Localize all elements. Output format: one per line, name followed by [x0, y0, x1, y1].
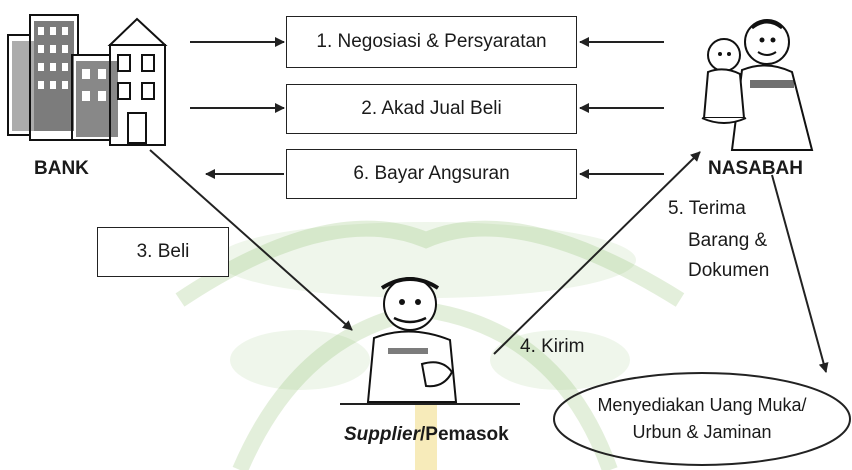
customer-family-icon — [701, 19, 814, 151]
step-contract-box: 2. Akad Jual Beli — [286, 84, 577, 134]
step-receive-line2: Barang & — [688, 230, 768, 251]
downpayment-ellipse — [553, 372, 851, 466]
step-buy-box: 3. Beli — [97, 227, 229, 277]
bank-buildings-icon — [7, 14, 168, 146]
customer-label: NASABAH — [708, 158, 803, 179]
step-installment-box: 6. Bayar Angsuran — [286, 149, 577, 199]
arrow-bank-to-supplier — [149, 149, 353, 331]
step-ship-label: 4. Kirim — [520, 336, 585, 357]
supplier-label: Supplier/Pemasok — [344, 424, 509, 446]
bank-label: BANK — [34, 158, 89, 179]
supplier-person-icon — [366, 277, 458, 403]
downpayment-line2: Urbun & Jaminan — [632, 422, 772, 442]
step-negotiation-box: 1. Negosiasi & Persyaratan — [286, 16, 577, 68]
arrow-customer-to-downpayment — [771, 174, 829, 373]
step-installment-label: 6. Bayar Angsuran — [353, 163, 510, 184]
step-buy-label: 3. Beli — [136, 241, 190, 262]
downpayment-text: Menyediakan Uang Muka/ Urbun & Jaminan — [560, 392, 844, 446]
supplier-label-italic: Supplier — [344, 424, 421, 445]
step-receive-line3: Dokumen — [688, 260, 770, 281]
step-negotiation-label: 1. Negosiasi & Persyaratan — [316, 31, 547, 52]
arrow-supplier-to-customer — [493, 151, 701, 355]
downpayment-line1: Menyediakan Uang Muka/ — [597, 395, 807, 415]
step-receive-line1: 5. Terima — [668, 198, 746, 219]
supplier-label-rest: /Pemasok — [420, 424, 509, 445]
step-contract-label: 2. Akad Jual Beli — [361, 98, 502, 119]
